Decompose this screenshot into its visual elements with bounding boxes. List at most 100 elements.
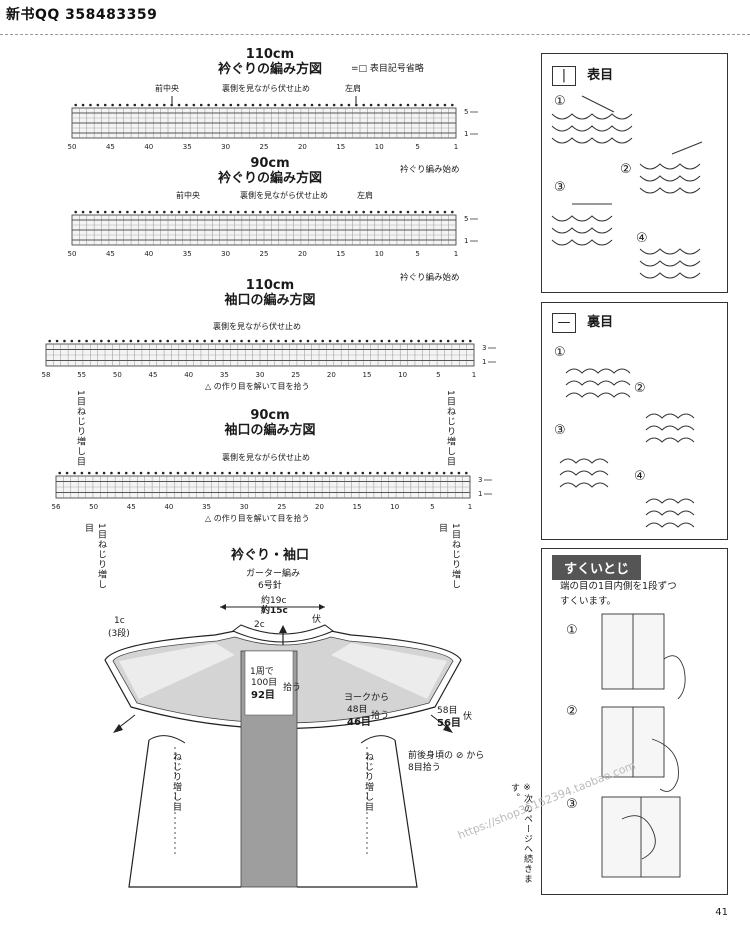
bindoff-dot [199,210,203,214]
bindoff-dot [103,103,107,107]
stitch-tick-label: 5 [415,250,419,258]
bindoff-dot [362,210,365,214]
cuff-90-size: 90cm [250,408,290,423]
bindoff-dot [133,210,137,214]
bindoff-dot [110,471,113,475]
mattress-illustration [601,613,686,878]
bindoff-dot [126,103,129,107]
bindoff-dot [435,471,439,475]
bindoff-dot [325,103,329,107]
garment-yoke-from: ヨークから [344,693,390,703]
row-number-label: 5 [464,108,468,116]
bindoff-dot [457,471,461,475]
bindoff-dot [384,103,388,107]
bindoff-dot [377,103,380,107]
bindoff-dot [391,210,395,214]
cuff-90-heading: 90cm 袖口の編み方図 [200,408,340,438]
knit-step-2: ② [620,162,632,177]
bindoff-dot [373,339,376,343]
bindoff-dot [332,210,336,214]
stitch-tick-label: 40 [164,503,173,511]
bindoff-dot [324,471,328,475]
bindoff-dot [399,210,402,214]
collar-110-title: 衿ぐりの編み方図 [217,62,322,77]
bindoff-dot [299,339,302,343]
bindoff-dot [281,210,284,214]
mattress-stitch-label: すくいとじ [552,555,642,580]
mattress-desc-1: 端の目の1目内側を1段ずつ [560,581,677,592]
bindoff-dot [236,210,240,214]
mattress-step-3: ③ [566,797,578,812]
row-number-label: 1 [464,237,468,245]
stitch-tick-label: 55 [77,371,86,379]
bindoff-dot [48,339,51,343]
bindoff-dot [124,471,128,475]
bindoff-dot [114,339,118,343]
bindoff-dot [340,103,343,107]
bindoff-dot [89,210,92,214]
stitch-tick-label: 5 [436,371,440,379]
bindoff-dot [133,103,137,107]
bindoff-dot [163,210,166,214]
bindoff-dot [81,103,85,107]
bindoff-dot [306,339,310,343]
stitch-tick-label: 40 [144,143,153,151]
garment-title: 衿ぐり・袖口 [230,548,309,563]
stitch-tick-label: 25 [260,143,269,151]
bindoff-dot [343,339,347,343]
bindoff-dot [159,339,162,343]
bindoff-dot [314,339,317,343]
stitch-tick-label: 35 [220,371,229,379]
row-number-label: 3 [482,344,486,352]
bindoff-dot [166,339,170,343]
bindoff-dot [277,339,280,343]
garment-diagram [104,604,462,888]
garment-cuff-rows: (3段) [108,629,130,639]
bindoff-dot [151,339,155,343]
bindoff-dot [207,210,210,214]
bindoff-dot [406,210,410,214]
bindoff-dot [361,471,365,475]
bindoff-dot [281,103,284,107]
bindoff-dot [421,210,425,214]
bindoff-dot [399,103,402,107]
garment-subtitle-needle: 6号針 [258,581,282,591]
bindoff-dot [358,339,361,343]
bindoff-dot [222,210,225,214]
bindoff-dot [221,471,224,475]
stitch-tick-label: 45 [127,503,136,511]
bindoff-dot [206,471,209,475]
stitch-tick-label: 15 [336,250,345,258]
bindoff-dot [346,471,350,475]
bindoff-dot [414,210,417,214]
bindoff-dot [377,210,380,214]
bindoff-dot [258,471,261,475]
bindoff-dot [369,103,373,107]
bindoff-dot [318,210,321,214]
purl-symbol: — [552,313,576,333]
stitch-tick-label: 35 [202,503,211,511]
bindoff-dot [214,103,218,107]
bindoff-dot [74,210,77,214]
stitch-tick-label: 15 [336,143,345,151]
next-page-note: ※次のページへ続きます。 [509,783,532,884]
garment-width-bold: 約15c [261,606,288,616]
bindoff-dot [269,339,273,343]
bindoff-dot [203,339,206,343]
bindoff-dot [340,210,343,214]
stitch-tick-label: 10 [375,143,384,151]
garment-yoke-pickup: 拾う [371,711,390,721]
bindoff-dot [188,339,192,343]
collar-90-start-label: 衿ぐり編み始め [400,273,460,283]
stitch-tick-label: 35 [183,250,192,258]
bindoff-dot [328,339,332,343]
bindoff-dot [55,339,59,343]
cuff-90-side-left: 1目ねじり増し目 [83,523,106,590]
bindoff-dot [184,471,187,475]
stitch-tick-label: 1 [472,371,476,379]
bindoff-dot [173,339,177,343]
bindoff-dot [288,103,292,107]
bindoff-dot [87,471,91,475]
